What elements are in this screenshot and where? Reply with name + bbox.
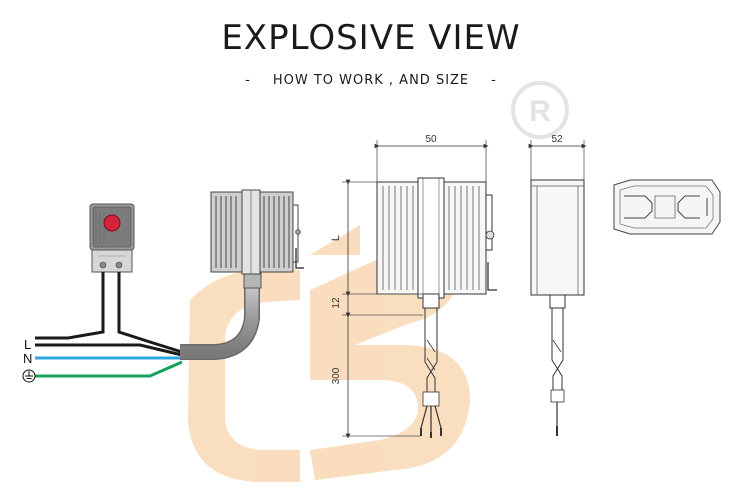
line-label: L [24, 337, 31, 352]
dim-front-width: 50 [425, 134, 437, 145]
subtitle-dash-right: - [491, 73, 497, 88]
page-title: EXPLOSIVE VIEW [221, 18, 521, 58]
dim-cable-length: 300 [331, 367, 342, 384]
heater-3d [210, 189, 304, 275]
earth-symbol-icon [22, 369, 36, 383]
subtitle-dash-left: - [245, 73, 251, 88]
page-subtitle: - HOW TO WORK , AND SIZE - [0, 73, 742, 88]
thermostat-leads [35, 272, 183, 354]
neutral-label: N [23, 351, 32, 366]
heater-cable [180, 271, 262, 360]
thermostat [89, 203, 135, 273]
thermostat-dial [103, 214, 121, 232]
supply-wires [35, 343, 183, 378]
dim-gap-label: 12 [331, 297, 342, 309]
dim-side-width: 52 [551, 134, 563, 145]
dim-height-label: L [330, 235, 342, 241]
registered-mark: R [511, 81, 569, 139]
registered-letter: R [529, 95, 551, 128]
heater-top-view [613, 179, 721, 235]
heater-side-view: 52 [528, 134, 587, 436]
subtitle-text: HOW TO WORK , AND SIZE [272, 73, 470, 88]
heater-front-view: 50 [330, 134, 497, 439]
